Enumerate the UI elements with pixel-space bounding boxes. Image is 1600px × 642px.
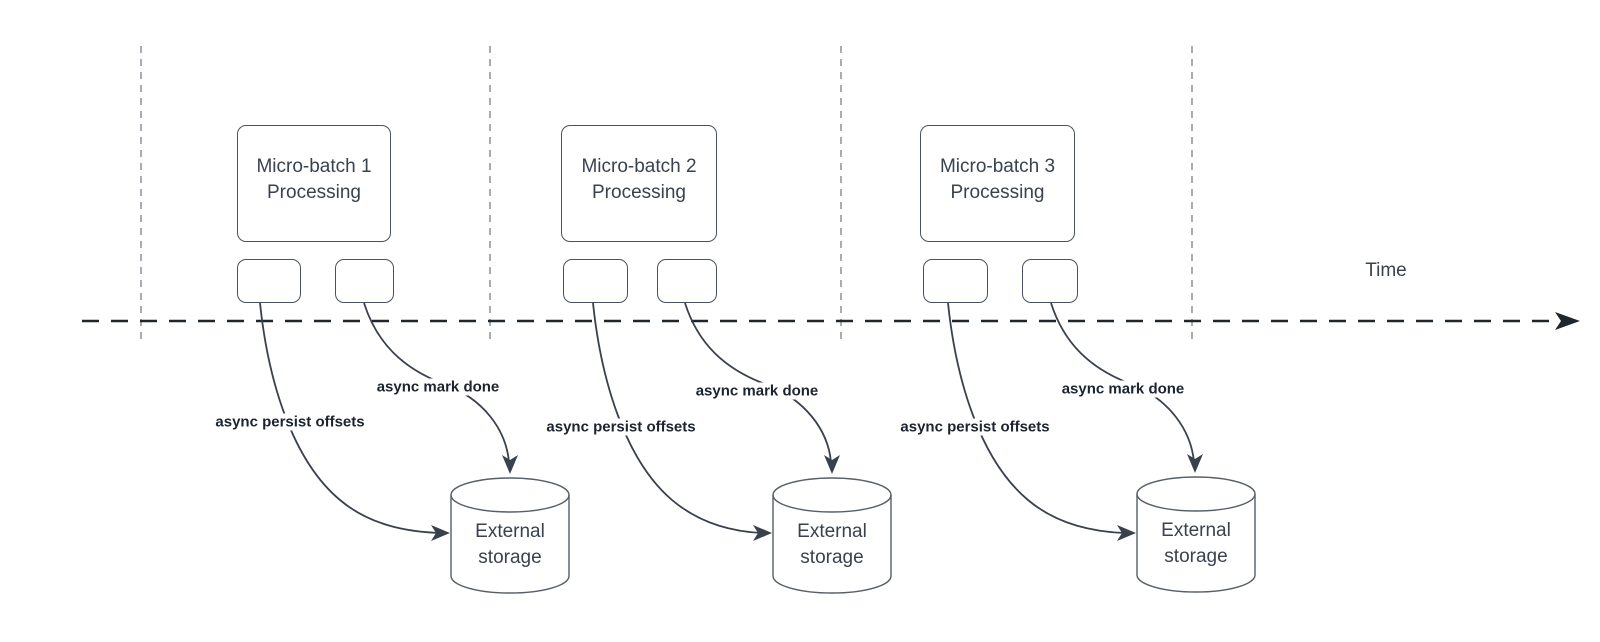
- mark-done-arrowhead-icon-1: [502, 455, 518, 474]
- external-storage-cylinder-2: [772, 477, 892, 594]
- external-storage-label-1-line1: External: [475, 521, 545, 542]
- external-storage-label-3: External storage: [1161, 518, 1231, 570]
- persist-offsets-label-1: async persist offsets: [212, 413, 368, 431]
- persist-offsets-label-3: async persist offsets: [897, 418, 1053, 436]
- micro-batch-1-box: Micro-batch 1 Processing: [237, 125, 391, 242]
- persist-arrowhead-icon-1: [431, 525, 450, 541]
- mark-done-label-2: async mark done: [692, 382, 822, 400]
- external-storage-label-1-line2: storage: [478, 547, 542, 568]
- external-storage-label-3-line1: External: [1161, 520, 1231, 541]
- persist-arrowhead-icon-2: [753, 525, 772, 541]
- micro-batch-3-title-line2: Processing: [950, 181, 1045, 203]
- persist-offsets-arrow-3: [947, 302, 1125, 534]
- persist-arrowhead-icon-3: [1117, 525, 1136, 541]
- done-task-box-1: [335, 259, 394, 303]
- mark-done-label-3: async mark done: [1058, 380, 1188, 398]
- persist-offsets-label-2: async persist offsets: [543, 418, 699, 436]
- offset-task-box-1: [237, 259, 301, 303]
- external-storage-label-1: External storage: [475, 519, 545, 571]
- micro-batch-3-box: Micro-batch 3 Processing: [920, 125, 1075, 242]
- done-task-box-3: [1022, 259, 1078, 303]
- done-task-box-2: [657, 259, 717, 303]
- micro-batch-1-title-line1: Micro-batch 1: [256, 155, 372, 177]
- external-storage-label-2-line1: External: [797, 521, 867, 542]
- mark-done-arrowhead-icon-3: [1187, 454, 1203, 473]
- micro-batch-1-title-line2: Processing: [267, 181, 361, 203]
- external-storage-label-3-line2: storage: [1164, 546, 1228, 567]
- micro-batch-2-box: Micro-batch 2 Processing: [561, 125, 717, 242]
- mark-done-arrowhead-icon-2: [824, 455, 840, 474]
- micro-batch-2-title-line2: Processing: [592, 181, 686, 203]
- external-storage-label-2: External storage: [797, 519, 867, 571]
- persist-offsets-arrow-1: [259, 302, 441, 534]
- offset-task-box-2: [563, 259, 628, 303]
- micro-batch-3-title-line1: Micro-batch 3: [939, 155, 1056, 177]
- time-axis-arrowhead-icon: [1555, 312, 1580, 330]
- external-storage-cylinder-3: [1136, 476, 1256, 593]
- external-storage-cylinder-1: [450, 477, 570, 594]
- micro-batch-2-title-line1: Micro-batch 2: [581, 155, 697, 177]
- time-axis-label: Time: [1365, 260, 1407, 281]
- mark-done-label-1: async mark done: [373, 378, 503, 396]
- persist-offsets-arrow-2: [592, 302, 763, 534]
- offset-task-box-3: [923, 259, 988, 303]
- external-storage-label-2-line2: storage: [800, 547, 864, 568]
